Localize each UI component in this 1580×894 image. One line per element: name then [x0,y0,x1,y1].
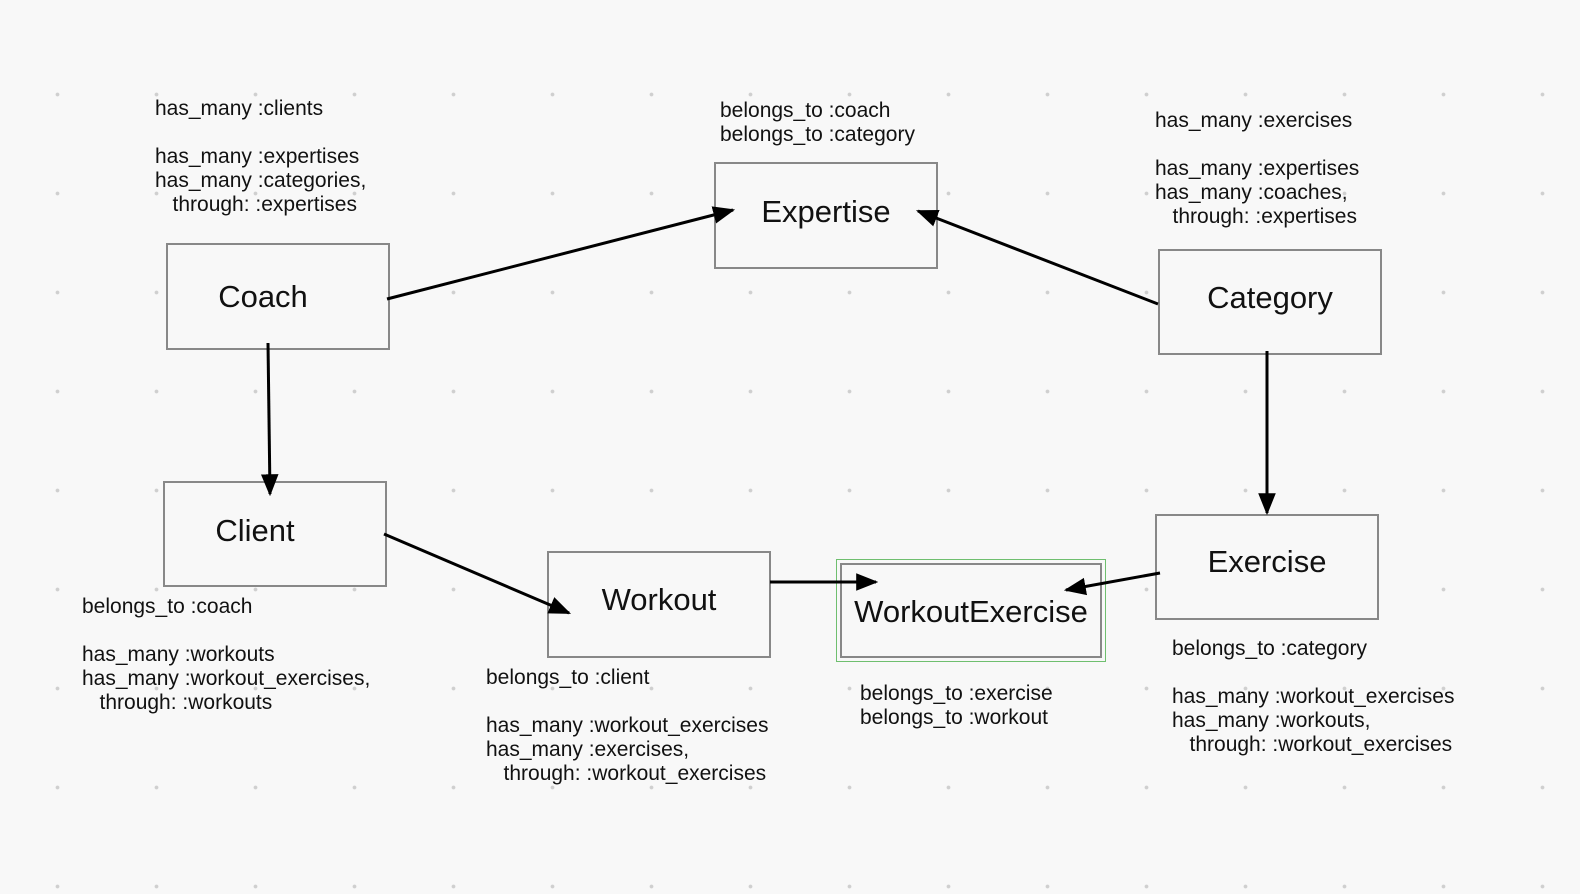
note-category: has_many :exercises has_many :expertises… [1155,109,1360,228]
entity-workout-label: Workout [601,581,717,617]
entity-coach[interactable]: Coach [166,243,390,350]
entity-client-label: Client [215,513,295,548]
note-expertise: belongs_to :coach belongs_to :category [720,99,915,146]
entity-exercise[interactable]: Exercise [1155,514,1379,620]
entity-coach-label: Coach [218,278,308,314]
entity-expertise-label: Expertise [761,193,891,229]
entity-exercise-label: Exercise [1207,544,1327,579]
arrow-coach-to-client [260,342,279,497]
note-workout-exercise: belongs_to :exercise belongs_to :workout [860,682,1053,729]
entity-client[interactable]: Client [163,481,387,587]
entity-category[interactable]: Category [1158,249,1382,355]
arrow-client-to-workout [383,532,572,615]
entity-workout-exercise[interactable]: WorkoutExercise [840,563,1102,658]
arrow-category-to-expertise [915,209,1159,306]
note-exercise: belongs_to :category has_many :workout_e… [1172,637,1455,756]
entity-category-label: Category [1207,280,1333,315]
arrow-exercise-to-workoutexercise [1063,571,1161,596]
entity-workout-exercise-label: WorkoutExercise [854,593,1088,629]
entity-expertise[interactable]: Expertise [714,162,938,269]
note-workout: belongs_to :client has_many :workout_exe… [486,666,769,785]
note-client: belongs_to :coach has_many :workouts has… [82,595,371,714]
entity-workout[interactable]: Workout [547,551,771,658]
note-coach: has_many :clients has_many :expertises h… [155,97,367,216]
arrow-coach-to-expertise [386,206,736,301]
